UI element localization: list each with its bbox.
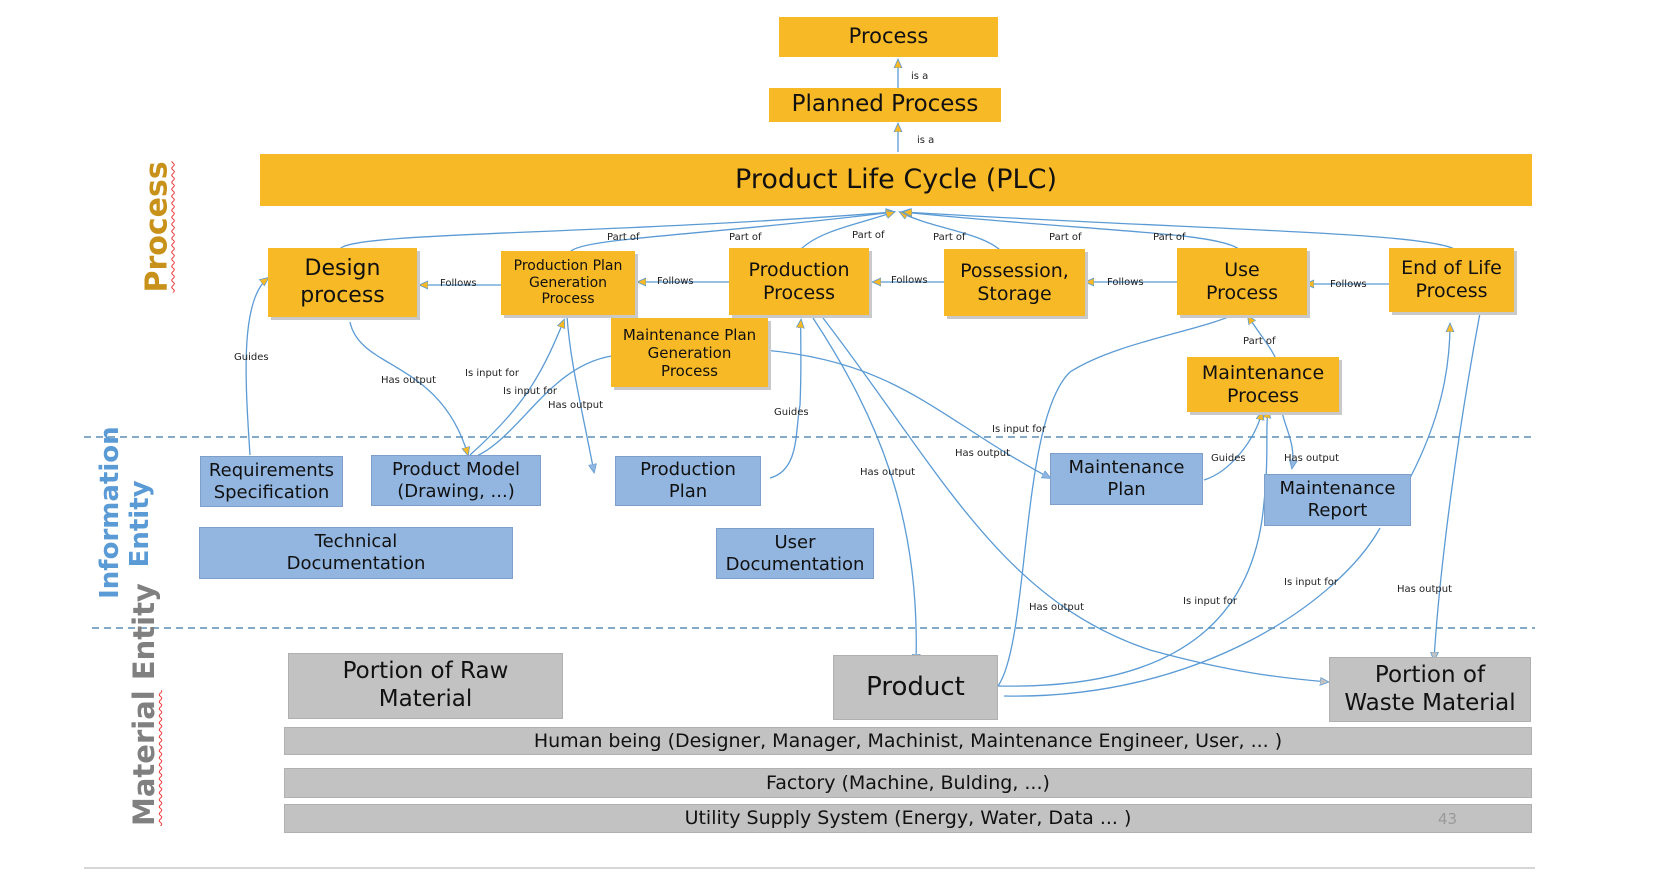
node-end-of-life-process: End of Life Process [1389, 248, 1514, 312]
node-technical-documentation: Technical Documentation [199, 527, 513, 579]
label-is-input-for: Is input for [992, 424, 1047, 435]
node-factory: Factory (Machine, Bulding, ...) [284, 768, 1532, 798]
label-follows: Follows [1107, 277, 1144, 288]
edge-part-of-possession [900, 212, 1001, 251]
node-human-being: Human being (Designer, Manager, Machinis… [284, 727, 1532, 755]
edge-output-production-waste [822, 317, 1328, 682]
label-follows: Follows [1330, 279, 1367, 290]
node-requirements-specification: Requirements Specification [200, 456, 343, 507]
edge-part-of-ppg [569, 212, 894, 253]
label-follows: Follows [440, 278, 477, 289]
edge-output-design-model [349, 321, 468, 455]
label-guides: Guides [1211, 453, 1246, 464]
node-maintenance-plan: Maintenance Plan [1050, 453, 1203, 505]
node-product-life-cycle: Product Life Cycle (PLC) [260, 154, 1532, 206]
node-design-process: Design process [268, 248, 417, 317]
node-production-plan: Production Plan [615, 456, 761, 506]
node-possession-storage: Possession, Storage [944, 249, 1085, 316]
label-has-output: Has output [1397, 584, 1452, 595]
label-is-input-for: Is input for [503, 386, 558, 397]
edge-output-maint-report [1281, 411, 1293, 468]
node-maintenance-plan-generation-process: Maintenance Plan Generation Process [611, 318, 768, 387]
edge-guides-plan-production [769, 320, 801, 479]
edge-part-of-design [339, 212, 894, 250]
label-follows: Follows [657, 276, 694, 287]
label-has-output: Has output [381, 375, 436, 386]
section-label-material-word: Material [127, 690, 161, 826]
edge-guides-req-design [245, 278, 268, 456]
label-guides: Guides [774, 407, 809, 418]
node-maintenance-process: Maintenance Process [1187, 357, 1339, 412]
label-part-of: Part of [607, 232, 640, 243]
label-guides: Guides [234, 352, 269, 363]
section-label-entity-word: Entity [127, 583, 161, 691]
label-part-of: Part of [852, 230, 885, 241]
edge-output-mpg-mplan [763, 349, 1050, 478]
node-portion-of-raw-material: Portion of Raw Material [288, 653, 563, 719]
label-has-output: Has output [955, 448, 1010, 459]
node-process: Process [779, 17, 998, 57]
edge-output-production-product [812, 317, 916, 662]
label-is-input-for: Is input for [1284, 577, 1339, 588]
node-maintenance-report: Maintenance Report [1264, 474, 1411, 526]
node-use-process: Use Process [1177, 248, 1307, 315]
edge-part-of-use [902, 212, 1241, 251]
label-part-of: Part of [933, 232, 966, 243]
label-part-of: Part of [1049, 232, 1082, 243]
node-utility-supply-system: Utility Supply System (Energy, Water, Da… [284, 804, 1532, 833]
label-part-of: Part of [1243, 336, 1276, 347]
edge-guides-mplan-maintenance [1203, 412, 1262, 481]
label-follows: Follows [891, 275, 928, 286]
edge-part-of-eol [904, 212, 1457, 251]
edge-input-model-mpg [471, 355, 620, 459]
edge-input-product-maint [997, 410, 1268, 687]
label-has-output: Has output [548, 400, 603, 411]
label-is-a-1: is a [911, 71, 928, 82]
label-has-output: Has output [860, 467, 915, 478]
label-has-output: Has output [1284, 453, 1339, 464]
edge-output-ppg-plan [566, 315, 594, 472]
edge-input-product-use [997, 310, 1243, 687]
node-product-model: Product Model (Drawing, ...) [371, 455, 541, 506]
section-label-process: Process [139, 161, 175, 293]
label-part-of: Part of [729, 232, 762, 243]
label-is-a-2: is a [917, 135, 934, 146]
node-user-documentation: User Documentation [716, 528, 874, 579]
node-production-plan-generation-process: Production Plan Generation Process [501, 251, 635, 315]
label-part-of: Part of [1153, 232, 1186, 243]
node-planned-process: Planned Process [769, 88, 1001, 122]
label-is-input-for: Is input for [465, 368, 520, 379]
edge-input-model-ppg [469, 320, 564, 456]
edge-input-report-eol [1409, 324, 1450, 479]
section-label-material-entity: Material Entity [127, 583, 161, 826]
node-portion-of-raw-material-text: Portion of Raw Material [342, 658, 509, 712]
edge-part-of-production [799, 212, 894, 251]
section-label-information-entity: Information Entity [95, 426, 155, 599]
edge-output-eol-waste [1434, 312, 1481, 660]
page-number: 43 [1438, 810, 1458, 828]
node-portion-of-waste-material: Portion of Waste Material [1329, 657, 1531, 722]
label-is-input-for: Is input for [1183, 596, 1238, 607]
node-product: Product [833, 655, 998, 720]
edge-input-report-product [1003, 527, 1381, 697]
label-has-output: Has output [1029, 602, 1084, 613]
node-production-process: Production Process [729, 248, 869, 315]
